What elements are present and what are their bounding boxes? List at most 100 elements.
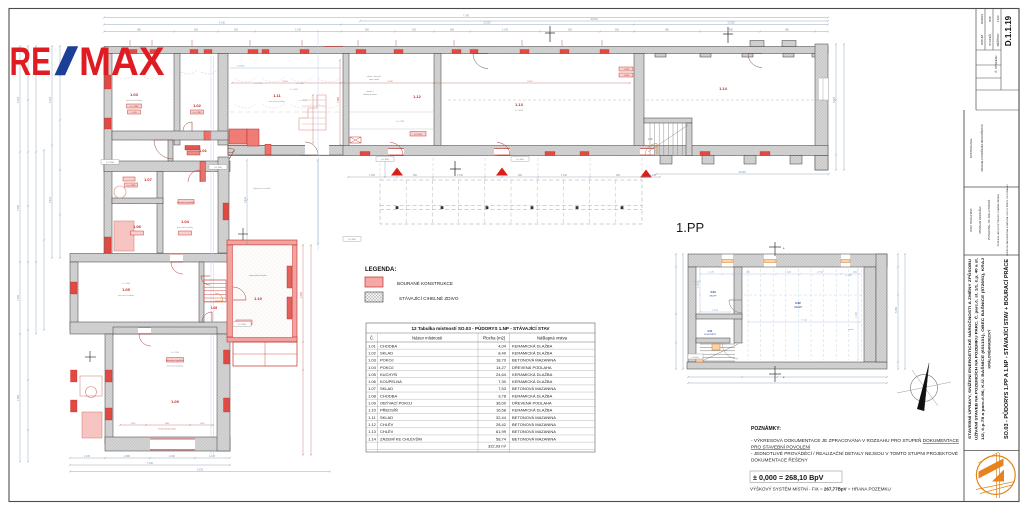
svg-text:1.540: 1.540 [561, 174, 568, 177]
svg-text:960: 960 [746, 271, 751, 274]
svg-text:1.10: 1.10 [368, 408, 377, 413]
svg-text:š.v. 2980: š.v. 2980 [127, 185, 136, 187]
svg-text:KERAMICKÁ DLAŽBA: KERAMICKÁ DLAŽBA [512, 393, 553, 398]
svg-text:MICHAELA ONDŘEJKA MENOUŠKOVÁ: MICHAELA ONDŘEJKA MENOUŠKOVÁ [979, 124, 984, 171]
svg-text:BETONOVÁ MAZANINA: BETONOVÁ MAZANINA [512, 436, 556, 441]
svg-text:960: 960 [853, 271, 858, 274]
svg-text:KOUPELNA: KOUPELNA [380, 379, 402, 384]
svg-text:DATUM: DATUM [980, 34, 984, 44]
svg-text:sklep - stávající: sklep - stávající [367, 75, 381, 78]
svg-text:DOKUMENTACE ŘEŠENY: DOKUMENTACE ŘEŠENY [751, 456, 809, 463]
svg-text:INVESTOR: ŽÁKOVÁ PETRA, KONĚV: INVESTOR: ŽÁKOVÁ PETRA, KONĚVOVA 174/110… [1006, 183, 1009, 255]
svg-text:322,93 m²: 322,93 m² [488, 443, 507, 448]
svg-text:500: 500 [234, 29, 239, 32]
svg-text:SKLAD: SKLAD [380, 415, 393, 420]
svg-text:500: 500 [615, 29, 620, 32]
svg-text:OBÝVACÍ POKOJ: OBÝVACÍ POKOJ [380, 401, 412, 406]
svg-text:1.13: 1.13 [515, 102, 524, 107]
svg-text:7,30: 7,30 [498, 379, 507, 384]
svg-text:demontáž podlahy: demontáž podlahy [118, 294, 134, 297]
svg-text:2.145: 2.145 [295, 29, 302, 32]
svg-text:2.610: 2.610 [49, 196, 52, 203]
svg-text:(-0,210): (-0,210) [414, 134, 422, 136]
svg-text:průměr: průměr [848, 328, 854, 331]
svg-text:1.13: 1.13 [368, 429, 377, 434]
svg-text:VYPRACOVAL: BC. ADÉLA HOZOVÁ: VYPRACOVAL: BC. ADÉLA HOZOVÁ [988, 199, 991, 240]
svg-text:BETONOVÁ MAZANINA: BETONOVÁ MAZANINA [512, 429, 556, 434]
svg-text:32,44: 32,44 [496, 415, 507, 420]
svg-text:SKLAD: SKLAD [380, 350, 393, 355]
svg-text:KV3 (antikor) pergola: KV3 (antikor) pergola [158, 428, 177, 431]
svg-text:2.370: 2.370 [49, 96, 52, 103]
svg-text:- VÝKRESOVÁ DOKUMENTACE JE ZPR: - VÝKRESOVÁ DOKUMENTACE JE ZPRACOVÁNA V … [751, 437, 959, 443]
svg-text:2.980: 2.980 [17, 394, 20, 401]
svg-text:1.03: 1.03 [368, 358, 377, 363]
svg-text:CHLÉV: CHLÉV [380, 429, 394, 434]
svg-text:980: 980 [450, 29, 455, 32]
svg-text:1.PP: 1.PP [676, 220, 704, 235]
svg-text:0.02: 0.02 [795, 301, 801, 305]
svg-text:4.150: 4.150 [219, 22, 226, 25]
svg-text:KUCHYŇ: KUCHYŇ [380, 372, 397, 377]
svg-text:1/2, č.p.78 a parc.č.96, K.Ú.: 1/2, č.p.78 a parc.č.96, K.Ú. BAŠNICE (6… [980, 258, 985, 440]
svg-text:STÁVAJÍCÍ CIHELNÉ ZDIVO: STÁVAJÍCÍ CIHELNÉ ZDIVO [399, 295, 459, 301]
svg-text:obvodová podlaha: obvodová podlaha [166, 360, 185, 362]
svg-text:3,78: 3,78 [498, 393, 507, 398]
svg-text:1.485: 1.485 [727, 29, 734, 32]
svg-text:2.530: 2.530 [17, 204, 20, 211]
svg-text:28,42: 28,42 [496, 422, 507, 427]
svg-text:0.03: 0.03 [710, 290, 716, 294]
svg-text:KERAMICKÁ DLAŽBA: KERAMICKÁ DLAŽBA [512, 350, 553, 355]
svg-text:1.11: 1.11 [368, 415, 376, 420]
svg-text:Č. VÝKRESU: Č. VÝKRESU [993, 56, 998, 73]
svg-text:900: 900 [413, 174, 418, 177]
svg-text:2.490: 2.490 [169, 455, 176, 458]
svg-text:2.370: 2.370 [17, 96, 20, 103]
svg-text:1.540: 1.540 [457, 174, 464, 177]
svg-text:900: 900 [518, 174, 523, 177]
svg-text:Plocha (m2): Plocha (m2) [483, 336, 506, 341]
svg-text:D.1.1.19: D.1.1.19 [1004, 15, 1013, 46]
svg-text:demontáž podlahy: demontáž podlahy [126, 99, 142, 102]
svg-text:(-0,190): (-0,190) [238, 324, 246, 326]
svg-text:11.525: 11.525 [727, 22, 735, 25]
svg-text:CHLÉV: CHLÉV [380, 422, 394, 427]
svg-text:-1,080: -1,080 [623, 69, 630, 71]
svg-text:-1,080: -1,080 [623, 75, 630, 77]
svg-text:(-2,090): (-2,090) [691, 357, 698, 359]
svg-text:06/2023: 06/2023 [980, 14, 984, 25]
svg-text:š.v. 3620: š.v. 3620 [515, 110, 524, 112]
svg-text:demontáž podlahy: demontáž podlahy [167, 365, 183, 368]
svg-text:KERAMICKÁ DLAŽBA: KERAMICKÁ DLAŽBA [512, 372, 553, 377]
svg-text:1.640: 1.640 [17, 294, 20, 301]
svg-text:PŘEDSÍŇ: PŘEDSÍŇ [380, 408, 398, 413]
svg-text:š.v. 3620: š.v. 3620 [290, 89, 299, 91]
svg-text:POKOJ: POKOJ [380, 358, 394, 363]
svg-text:1.03: 1.03 [130, 92, 139, 97]
svg-text:1.01: 1.01 [368, 343, 377, 348]
svg-text:(-0,190): (-0,190) [106, 162, 114, 164]
svg-text:1.04: 1.04 [181, 219, 190, 224]
svg-text:12 Tabulka místností SO.03 - P: 12 Tabulka místností SO.03 - PŮDORYS 1.N… [411, 324, 550, 331]
svg-text:strojní dílna: strojní dílna [369, 78, 380, 81]
svg-text:(-0,190): (-0,190) [348, 239, 356, 241]
svg-text:BETONOVÁ MAZANINA: BETONOVÁ MAZANINA [512, 415, 556, 420]
svg-text:1.14: 1.14 [719, 86, 728, 91]
svg-text:obvodová podlaha: obvodová podlaha [177, 202, 196, 204]
svg-text:8,49: 8,49 [498, 350, 507, 355]
svg-text:KERAMICKÁ DLAŽBA: KERAMICKÁ DLAŽBA [512, 343, 553, 348]
svg-text:1.09: 1.09 [171, 399, 180, 404]
svg-text:s.v. 2620: s.v. 2620 [299, 100, 308, 102]
svg-text:ZODP. PROJEKTANT:: ZODP. PROJEKTANT: [970, 208, 973, 232]
svg-text:24,64: 24,64 [496, 372, 507, 377]
svg-text:16.830: 16.830 [590, 18, 598, 21]
svg-text:7.730: 7.730 [801, 319, 808, 322]
svg-text:(-0,190): (-0,190) [516, 159, 524, 161]
svg-text:2.780: 2.780 [387, 81, 393, 83]
svg-text:DŘEVENÁ PODLAHA: DŘEVENÁ PODLAHA [512, 365, 552, 370]
svg-text:1.685: 1.685 [337, 96, 340, 103]
svg-text:1.445: 1.445 [199, 423, 205, 425]
svg-text:4,04: 4,04 [498, 343, 507, 348]
svg-text:Název místnosti: Název místnosti [412, 336, 442, 341]
svg-text:š.v. 2980: š.v. 2980 [193, 112, 202, 114]
